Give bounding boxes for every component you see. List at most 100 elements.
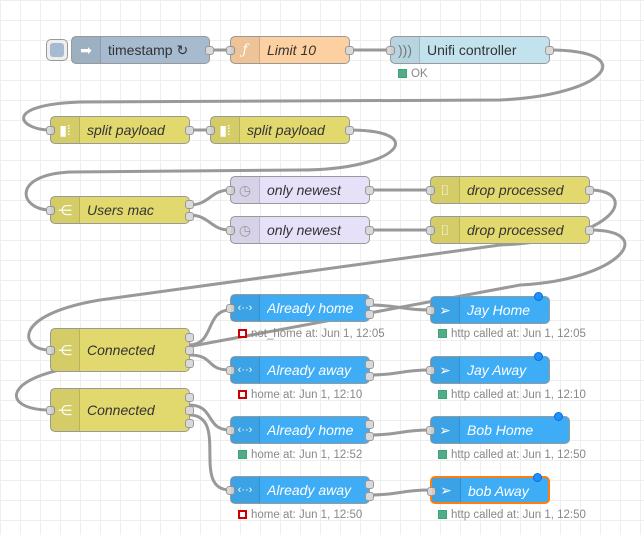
http-request-node-already-home[interactable]: ‹··› Already home [226,416,374,444]
status-indicator [238,510,247,519]
node-label: timestamp ↻ [108,42,189,58]
input-port[interactable] [386,46,395,55]
wire [188,188,231,207]
input-port[interactable] [46,346,55,355]
input-port[interactable] [206,126,215,135]
http-request-node-already-home[interactable]: ‹··› Already home [226,294,374,322]
filter-node-only-newest[interactable]: ◷ only newest [226,216,374,244]
rbe-icon: ⌷ [431,217,460,243]
output-port[interactable] [185,126,194,135]
input-port[interactable] [226,46,235,55]
switch-icon: ⋲ [51,389,80,431]
input-port[interactable] [426,306,435,315]
input-port[interactable] [426,366,435,375]
output-port[interactable] [185,419,194,428]
input-port[interactable] [426,426,435,435]
input-port[interactable] [427,487,436,496]
send-node-bob-home[interactable]: ➢ Bob Home [426,412,570,444]
node-label: drop processed [467,222,564,238]
node-status: home at: Jun 1, 12:50 [238,509,362,521]
split-node[interactable]: ▮⁞ split payload [46,116,194,144]
changed-indicator [534,292,543,301]
node-label: Jay Home [467,302,531,318]
http-icon: ‹··› [231,295,260,321]
switch-node-connected[interactable]: ⋲ Connected [46,388,194,432]
node-label: Connected [87,402,155,418]
output-port[interactable] [365,480,374,489]
output-port[interactable] [365,420,374,429]
wire [24,128,397,212]
output-port[interactable] [185,359,194,368]
unifi-controller-node[interactable]: ))) Unifi controller [386,36,554,64]
output-port[interactable] [545,46,554,55]
rbe-node-drop-processed[interactable]: ⌷ drop processed [426,216,594,244]
input-port[interactable] [226,486,235,495]
node-status: http called at: Jun 1, 12:50 [438,509,586,521]
output-port[interactable] [365,372,374,381]
split-node[interactable]: ▮⁞ split payload [206,116,354,144]
rbe-icon: ⌷ [431,177,460,203]
switch-node-connected[interactable]: ⋲ Connected [46,328,194,372]
wire [188,413,231,492]
input-port[interactable] [426,186,435,195]
output-port[interactable] [365,226,374,235]
http-request-node-already-away[interactable]: ‹··› Already away [226,476,374,504]
output-port[interactable] [185,333,194,342]
split-icon: ▮⁞ [211,117,240,143]
output-port[interactable] [365,186,374,195]
switch-node-users-mac[interactable]: ⋲ Users mac [46,196,194,224]
node-status: not_home at: Jun 1, 12:05 [238,328,385,340]
send-node-jay-home[interactable]: ➢ Jay Home [426,292,550,324]
node-label: bob Away [468,483,529,499]
output-port[interactable] [185,212,194,221]
output-port[interactable] [185,200,194,209]
output-port[interactable] [345,126,354,135]
node-status: OK [398,68,428,80]
input-port[interactable] [226,186,235,195]
wire [27,188,617,352]
rbe-node-drop-processed[interactable]: ⌷ drop processed [426,176,594,204]
send-node-bob-away[interactable]: ➢ bob Away [427,473,550,504]
status-indicator [438,329,447,338]
output-port[interactable] [585,226,594,235]
function-node-limit[interactable]: ƒ Limit 10 [226,36,354,64]
input-port[interactable] [46,126,55,135]
output-port[interactable] [365,492,374,501]
wire [14,228,627,412]
filter-node-only-newest[interactable]: ◷ only newest [226,176,374,204]
switch-icon: ⋲ [51,197,80,223]
output-port[interactable] [365,298,374,307]
changed-indicator [534,352,543,361]
wire [22,48,604,132]
changed-indicator [554,412,563,421]
input-port[interactable] [226,366,235,375]
output-port[interactable] [185,346,194,355]
output-port[interactable] [205,46,214,55]
input-port[interactable] [226,426,235,435]
input-port[interactable] [226,304,235,313]
output-port[interactable] [365,432,374,441]
inject-trigger-button[interactable] [46,39,68,61]
status-indicator [438,450,447,459]
output-port[interactable] [585,186,594,195]
input-port[interactable] [46,406,55,415]
input-port[interactable] [226,226,235,235]
input-port[interactable] [46,206,55,215]
arrow-right-icon: ➡ [72,37,101,63]
http-icon: ‹··› [231,477,260,503]
output-port[interactable] [345,46,354,55]
output-port[interactable] [365,360,374,369]
output-port[interactable] [185,393,194,402]
split-icon: ▮⁞ [51,117,80,143]
node-label: drop processed [467,182,564,198]
node-status: http called at: Jun 1, 12:10 [438,389,586,401]
send-icon: ➢ [431,297,460,323]
http-request-node-already-away[interactable]: ‹··› Already away [226,356,374,384]
input-port[interactable] [426,226,435,235]
inject-node-timestamp[interactable]: ➡ timestamp ↻ [46,36,214,64]
output-port[interactable] [365,310,374,319]
node-label: Bob Home [467,422,534,438]
output-port[interactable] [185,406,194,415]
timer-icon: ◷ [231,177,260,203]
send-node-jay-away[interactable]: ➢ Jay Away [426,352,550,384]
